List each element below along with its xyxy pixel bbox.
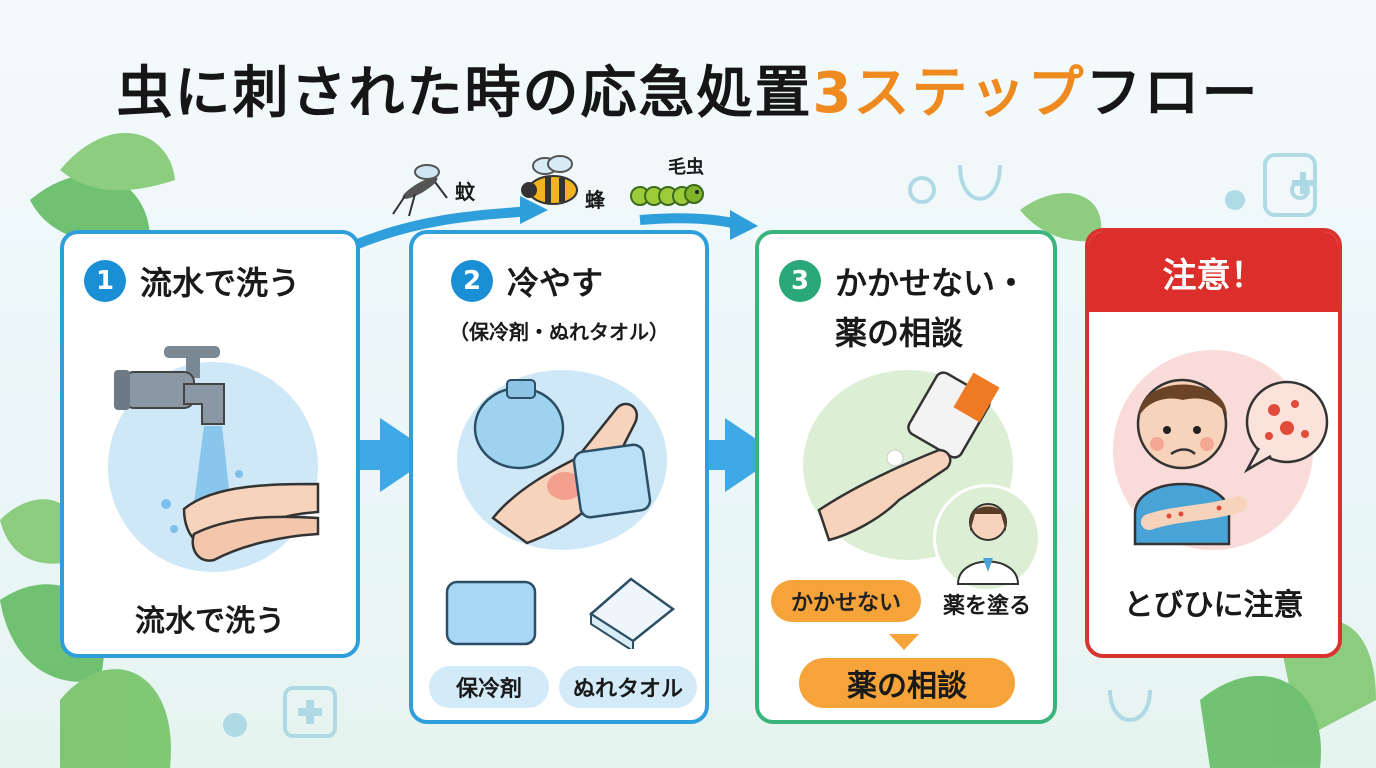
step-1-caption: 流水で洗う	[135, 604, 285, 639]
step-1-card: 1 流水で洗う 流水で洗う	[60, 230, 360, 658]
towel-item-icon	[588, 577, 676, 649]
warning-card: 注意！ とびひに注意	[1085, 228, 1342, 658]
step-3-heading: 3 かかせない・ 薬の相談	[779, 258, 1027, 354]
step-2-subheading: （保冷剤・ぬれタオル）	[449, 320, 669, 344]
insect-label-mosquito: 蚊	[455, 180, 475, 204]
bee-icon	[521, 155, 578, 205]
step-1-title: 流水で洗う	[140, 264, 301, 302]
tag-apply-medicine: 薬を塗る	[942, 594, 1031, 619]
mosquito-icon	[392, 164, 448, 217]
step-3-number: 3	[779, 260, 821, 302]
insect-label-caterpillar: 毛虫	[668, 157, 704, 178]
wet-towel-label: ぬれタオル	[559, 666, 697, 708]
faucet-hands-icon	[114, 346, 320, 562]
chevron-down-icon	[889, 634, 919, 650]
tag-no-scratch: かかせない	[771, 580, 921, 622]
step-2-card: 2 冷やす （保冷剤・ぬれタオル） 保冷剤 ぬれタオル	[409, 230, 709, 724]
step-2-number: 2	[451, 260, 493, 302]
insect-label-bee: 蜂	[585, 188, 605, 212]
title-tail: フロー	[1085, 61, 1260, 126]
warning-caption: とびひに注意	[1123, 588, 1304, 623]
ice-pack-item-icon	[445, 580, 537, 646]
step-1-heading: 1 流水で洗う	[84, 258, 300, 304]
step-2-title: 冷やす	[507, 264, 604, 302]
step-1-number: 1	[84, 260, 126, 302]
step-3-title-line2: 薬の相談	[835, 314, 964, 352]
ice-pack-hand-icon	[473, 379, 652, 545]
step-2-heading: 2 冷やす	[451, 258, 603, 304]
child-rash-icon	[1133, 378, 1329, 546]
title-main: 虫に刺された時の応急処置	[116, 61, 813, 126]
medicine-consult-result: 薬の相談	[799, 658, 1015, 708]
ointment-hand-icon	[817, 371, 1000, 542]
step-3-card: 3 かかせない・ 薬の相談 かかせない 薬を塗る 薬の相談	[755, 230, 1057, 724]
doctor-avatar-icon	[956, 503, 1020, 585]
page-title: 虫に刺された時の応急処置3ステップフロー	[0, 48, 1376, 129]
title-accent: 3ステップ	[812, 61, 1086, 126]
caterpillar-icon	[630, 184, 704, 206]
step-3-title-line1: かかせない・	[835, 264, 1028, 302]
warning-heading: 注意！	[1089, 232, 1338, 312]
ice-pack-label: 保冷剤	[429, 666, 549, 708]
